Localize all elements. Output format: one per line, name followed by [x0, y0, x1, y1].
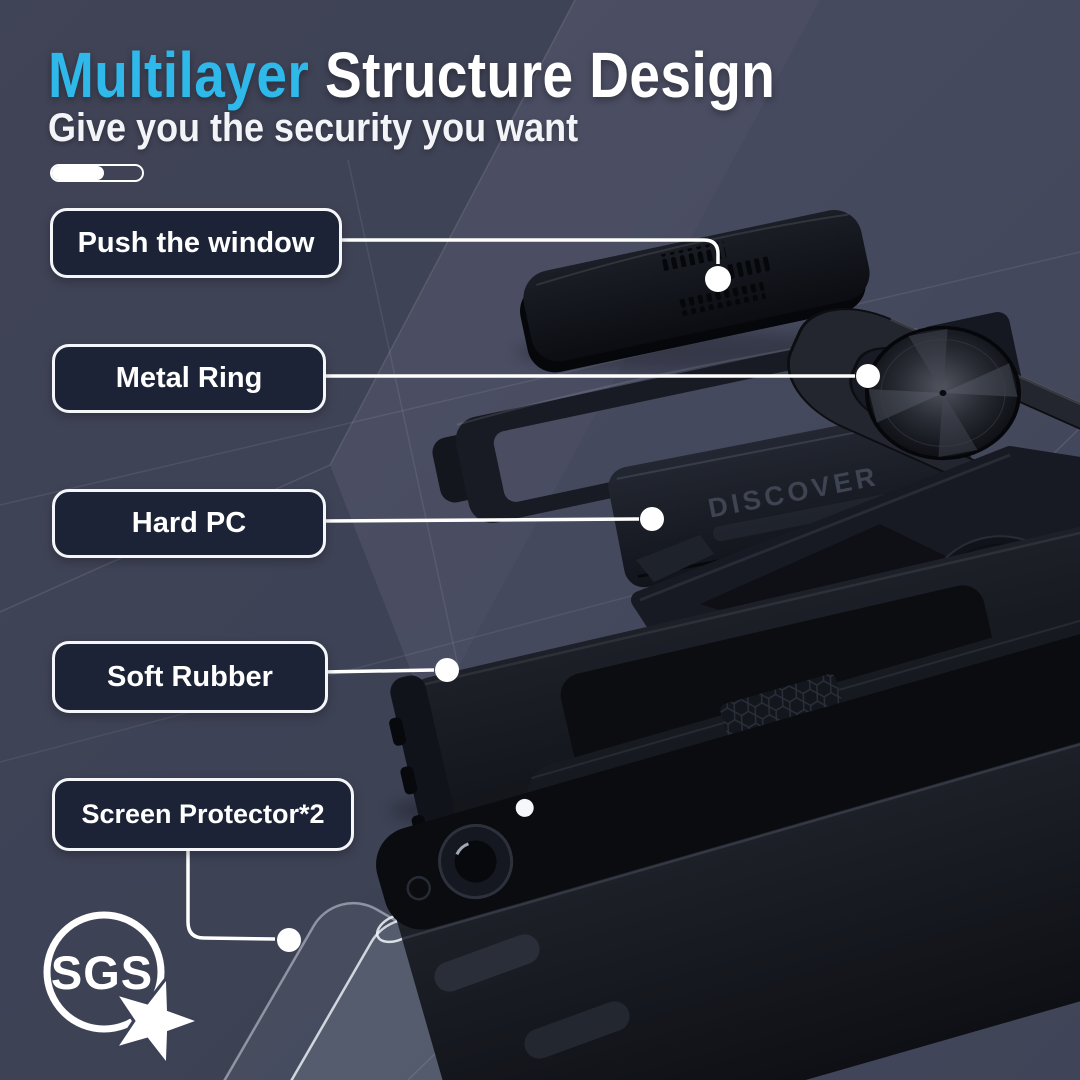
visor-edge-line	[401, 717, 1080, 940]
callout-label-push-window: Push the window	[50, 208, 342, 278]
phone-volume-button	[434, 934, 540, 992]
disc-center	[939, 389, 947, 397]
callout-dot-screen-protector	[277, 928, 301, 952]
sgs-circle	[43, 911, 165, 1033]
sgs-badge: SGS	[43, 911, 199, 1065]
callout-label-metal-ring: Metal Ring	[52, 344, 326, 413]
flash-dot	[515, 798, 534, 817]
callout-label-text: Soft Rubber	[107, 660, 273, 693]
cover-highlight	[536, 213, 849, 286]
phone-power-button	[524, 1001, 630, 1059]
disc-groove	[880, 339, 1006, 447]
callout-dot-hard-pc	[640, 507, 664, 531]
callout-dot-push-window	[705, 266, 731, 292]
callout-dots	[277, 266, 880, 952]
bg-line-2	[0, 251, 1080, 506]
bg-line-1	[0, 0, 576, 613]
page-subtitle: Give you the security you want	[48, 106, 579, 150]
bg-facet-1	[0, 0, 575, 612]
cover-top	[523, 210, 870, 362]
callout-label-text: Screen Protector*2	[81, 799, 325, 829]
title-highlight: Multilayer	[48, 39, 310, 111]
callout-label-text: Metal Ring	[115, 362, 263, 394]
callout-dot-soft-rubber	[435, 658, 459, 682]
callout-line-soft-rubber	[322, 668, 435, 674]
callout-label-text: Push the window	[77, 226, 315, 259]
callout-label-soft-rubber: Soft Rubber	[52, 641, 328, 713]
loading-bar-fill	[52, 166, 105, 180]
callout-line-push-window	[336, 238, 720, 264]
title-rest: Structure Design	[309, 39, 776, 111]
rubber-highlight	[411, 526, 1080, 689]
callout-lines	[186, 238, 855, 941]
callout-label-hard-pc: Hard PC	[52, 489, 326, 558]
camera-visor	[376, 623, 1080, 930]
bumper-notch-2	[400, 766, 418, 795]
sgs-text: SGS	[51, 946, 153, 999]
callout-label-screen-protector: Screen Protector*2	[52, 778, 354, 851]
callout-label-text: Hard PC	[131, 507, 247, 539]
power-button-shape	[524, 1001, 630, 1059]
volume-button-shape	[434, 934, 540, 992]
lens-glint	[455, 842, 470, 856]
plate-engraving-faint-line	[712, 494, 891, 542]
camera-sensor	[406, 875, 431, 901]
skeleton-edge-light	[639, 453, 1011, 602]
cover-grip-row-1	[660, 241, 727, 272]
page-title: Multilayer Structure Design	[48, 38, 775, 112]
callout-line-hard-pc	[320, 517, 640, 523]
camera-lens-inner	[454, 840, 497, 883]
skeleton-arm	[636, 535, 714, 582]
callout-line-screen-protector	[186, 846, 276, 941]
cover-grip-row-3	[678, 281, 767, 317]
metal-ring-disc	[865, 325, 1021, 461]
bumper-notch-1	[389, 717, 407, 746]
callout-dot-metal-ring	[856, 364, 880, 388]
star-icon	[115, 977, 199, 1065]
loading-bar-icon	[50, 164, 144, 182]
